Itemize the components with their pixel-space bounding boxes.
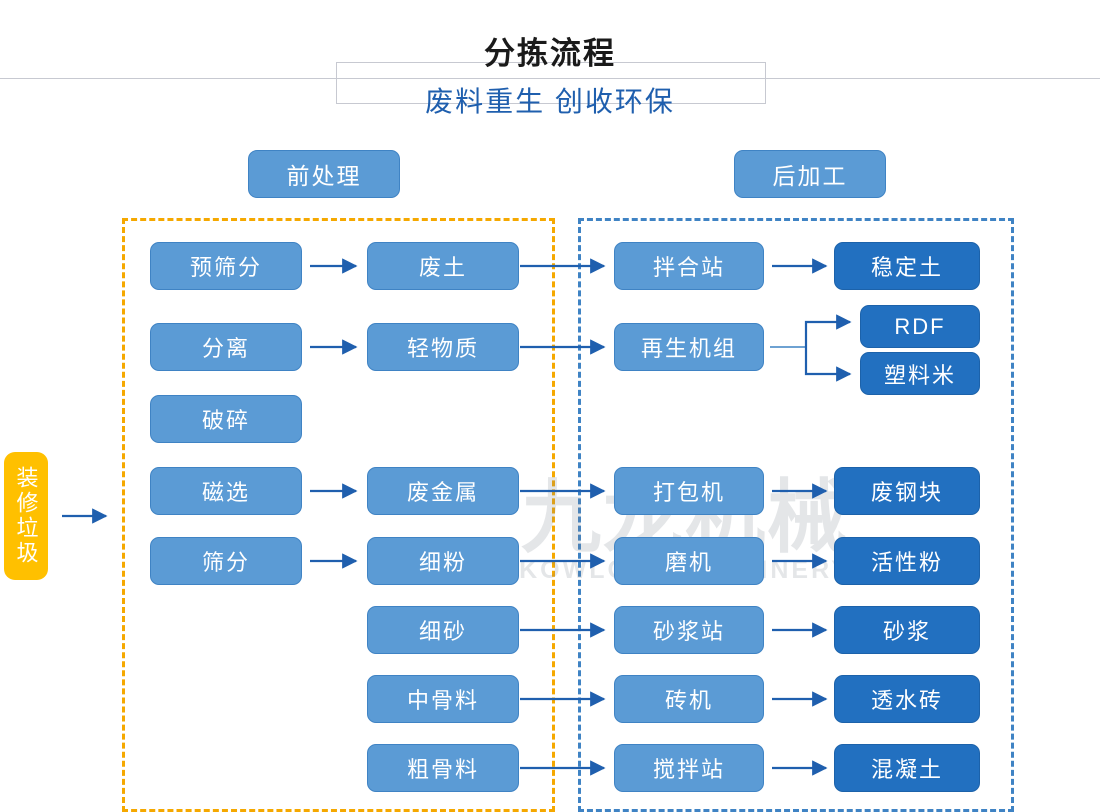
node-mortar-station[interactable]: 砂浆站 xyxy=(614,606,764,654)
page-subtitle: 废料重生 创收环保 xyxy=(425,86,675,117)
node-baler[interactable]: 打包机 xyxy=(614,467,764,515)
node-pre-screening[interactable]: 预筛分 xyxy=(150,242,302,290)
node-brick-machine[interactable]: 砖机 xyxy=(614,675,764,723)
node-waste-soil[interactable]: 废土 xyxy=(367,242,519,290)
node-sieving[interactable]: 筛分 xyxy=(150,537,302,585)
section-header-preprocessing[interactable]: 前处理 xyxy=(248,150,400,198)
node-scrap-metal[interactable]: 废金属 xyxy=(367,467,519,515)
title-frame xyxy=(336,62,766,104)
node-mortar[interactable]: 砂浆 xyxy=(834,606,980,654)
section-header-postprocessing[interactable]: 后加工 xyxy=(734,150,886,198)
node-active-powder[interactable]: 活性粉 xyxy=(834,537,980,585)
node-crushing[interactable]: 破碎 xyxy=(150,395,302,443)
node-medium-aggregate[interactable]: 中骨料 xyxy=(367,675,519,723)
node-fine-sand[interactable]: 细砂 xyxy=(367,606,519,654)
group-frame-postprocessing xyxy=(578,218,1014,812)
node-light-material[interactable]: 轻物质 xyxy=(367,323,519,371)
node-stabilized-soil[interactable]: 稳定土 xyxy=(834,242,980,290)
node-coarse-aggregate[interactable]: 粗骨料 xyxy=(367,744,519,792)
node-recycling-unit[interactable]: 再生机组 xyxy=(614,323,764,371)
group-frame-preprocessing xyxy=(122,218,555,812)
node-concrete[interactable]: 混凝土 xyxy=(834,744,980,792)
node-source-renovation-waste[interactable]: 装修垃圾 xyxy=(4,452,48,580)
node-rdf[interactable]: RDF xyxy=(860,305,980,348)
node-mixing-station[interactable]: 拌合站 xyxy=(614,242,764,290)
node-magnetic-separation[interactable]: 磁选 xyxy=(150,467,302,515)
node-permeable-brick[interactable]: 透水砖 xyxy=(834,675,980,723)
node-plastic-pellets[interactable]: 塑料米 xyxy=(860,352,980,395)
node-fine-powder[interactable]: 细粉 xyxy=(367,537,519,585)
node-grinder[interactable]: 磨机 xyxy=(614,537,764,585)
node-batching-plant[interactable]: 搅拌站 xyxy=(614,744,764,792)
header-divider-line xyxy=(0,78,1100,79)
node-scrap-steel-block[interactable]: 废钢块 xyxy=(834,467,980,515)
node-separation[interactable]: 分离 xyxy=(150,323,302,371)
page-title: 分拣流程 xyxy=(484,36,616,71)
